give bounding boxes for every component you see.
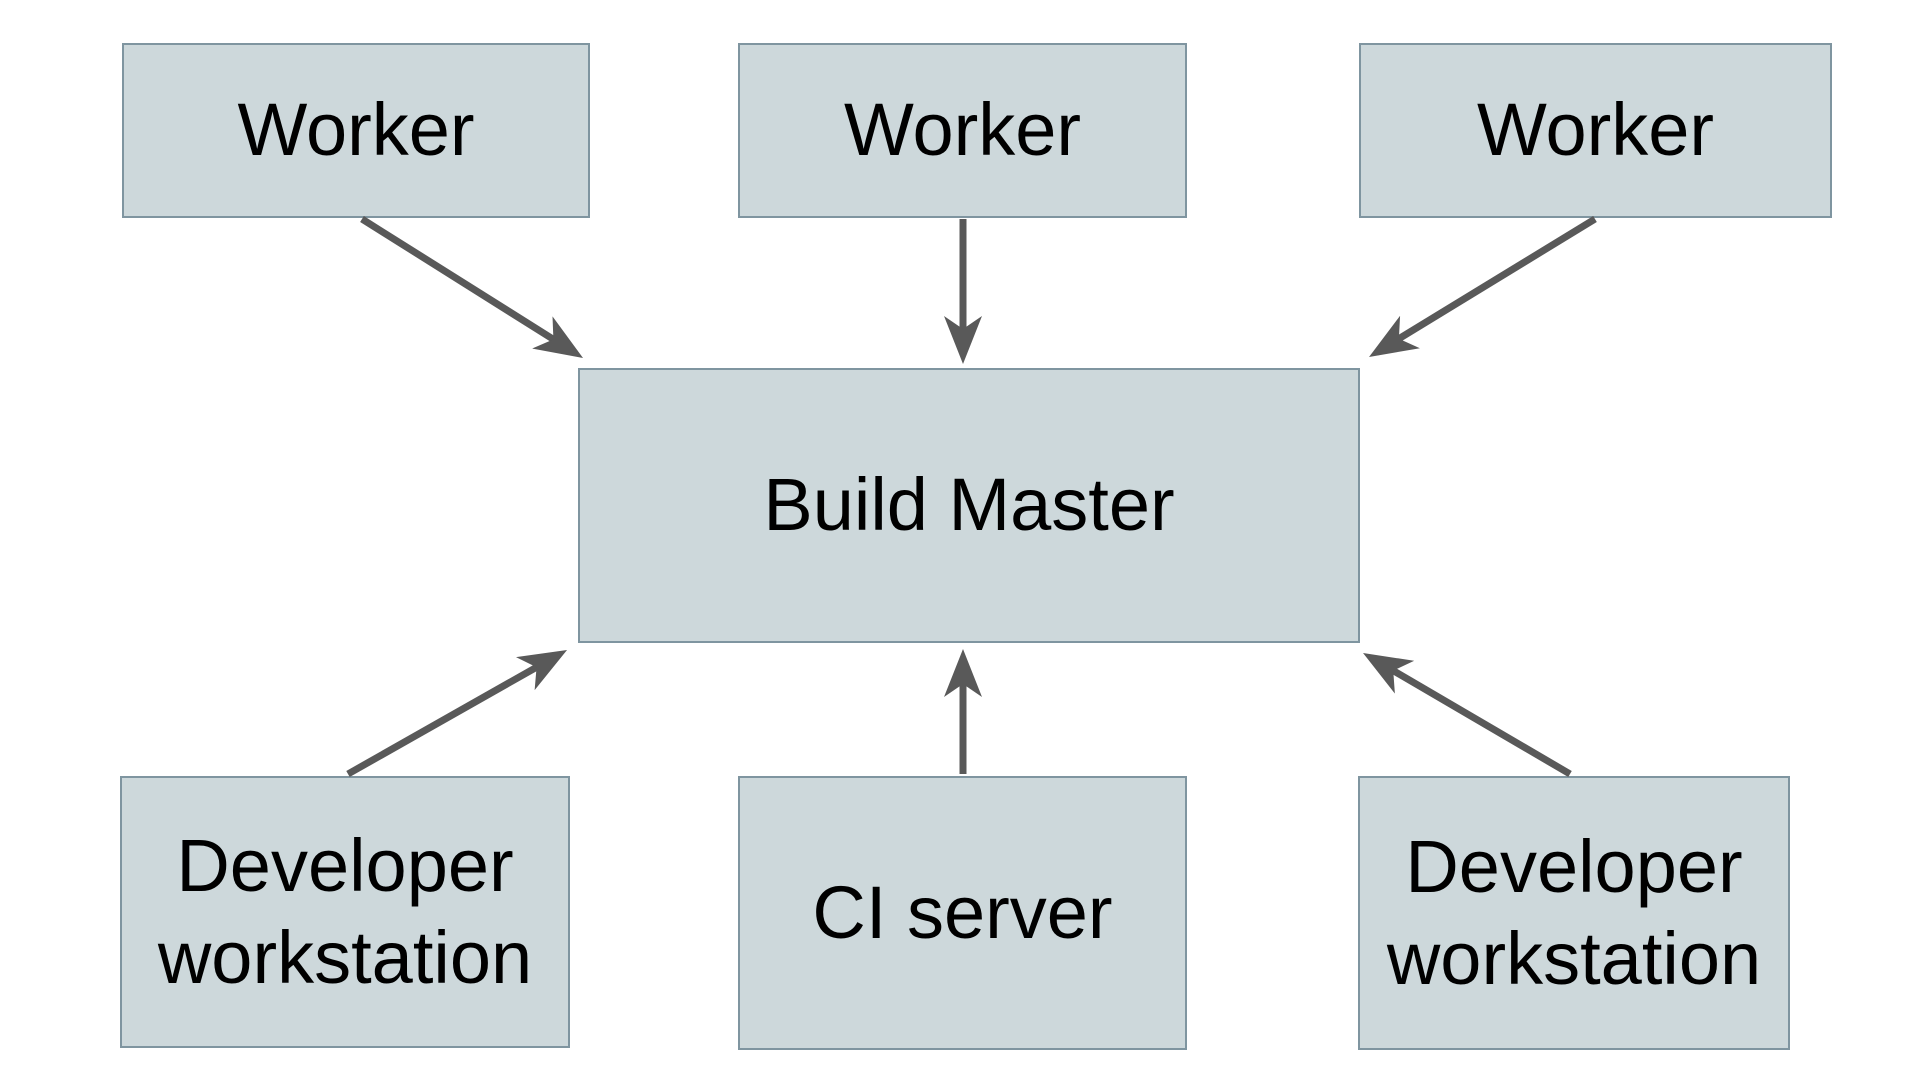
node-build-master: Build Master xyxy=(578,368,1360,643)
node-worker-2: Worker xyxy=(738,43,1187,218)
node-label: Developer workstation xyxy=(1386,824,1762,1001)
node-label: Developer workstation xyxy=(157,823,533,1000)
node-developer-workstation-right: Developer workstation xyxy=(1358,776,1790,1050)
node-label: CI server xyxy=(812,870,1113,954)
node-label: Worker xyxy=(237,88,475,172)
node-label: Worker xyxy=(843,88,1082,172)
edge-worker1-to-build-master xyxy=(360,216,584,358)
node-label: Worker xyxy=(1476,88,1715,172)
node-worker-1: Worker xyxy=(122,43,590,218)
node-developer-workstation-left: Developer workstation xyxy=(120,776,570,1048)
edge-developer-workstation-left-to-build-master xyxy=(346,649,568,778)
node-label: Build Master xyxy=(763,463,1175,547)
node-worker-3: Worker xyxy=(1359,43,1832,218)
edge-worker3-to-build-master xyxy=(1369,216,1597,357)
node-ci-server: CI server xyxy=(738,776,1187,1050)
edge-developer-workstation-right-to-build-master xyxy=(1363,652,1572,778)
